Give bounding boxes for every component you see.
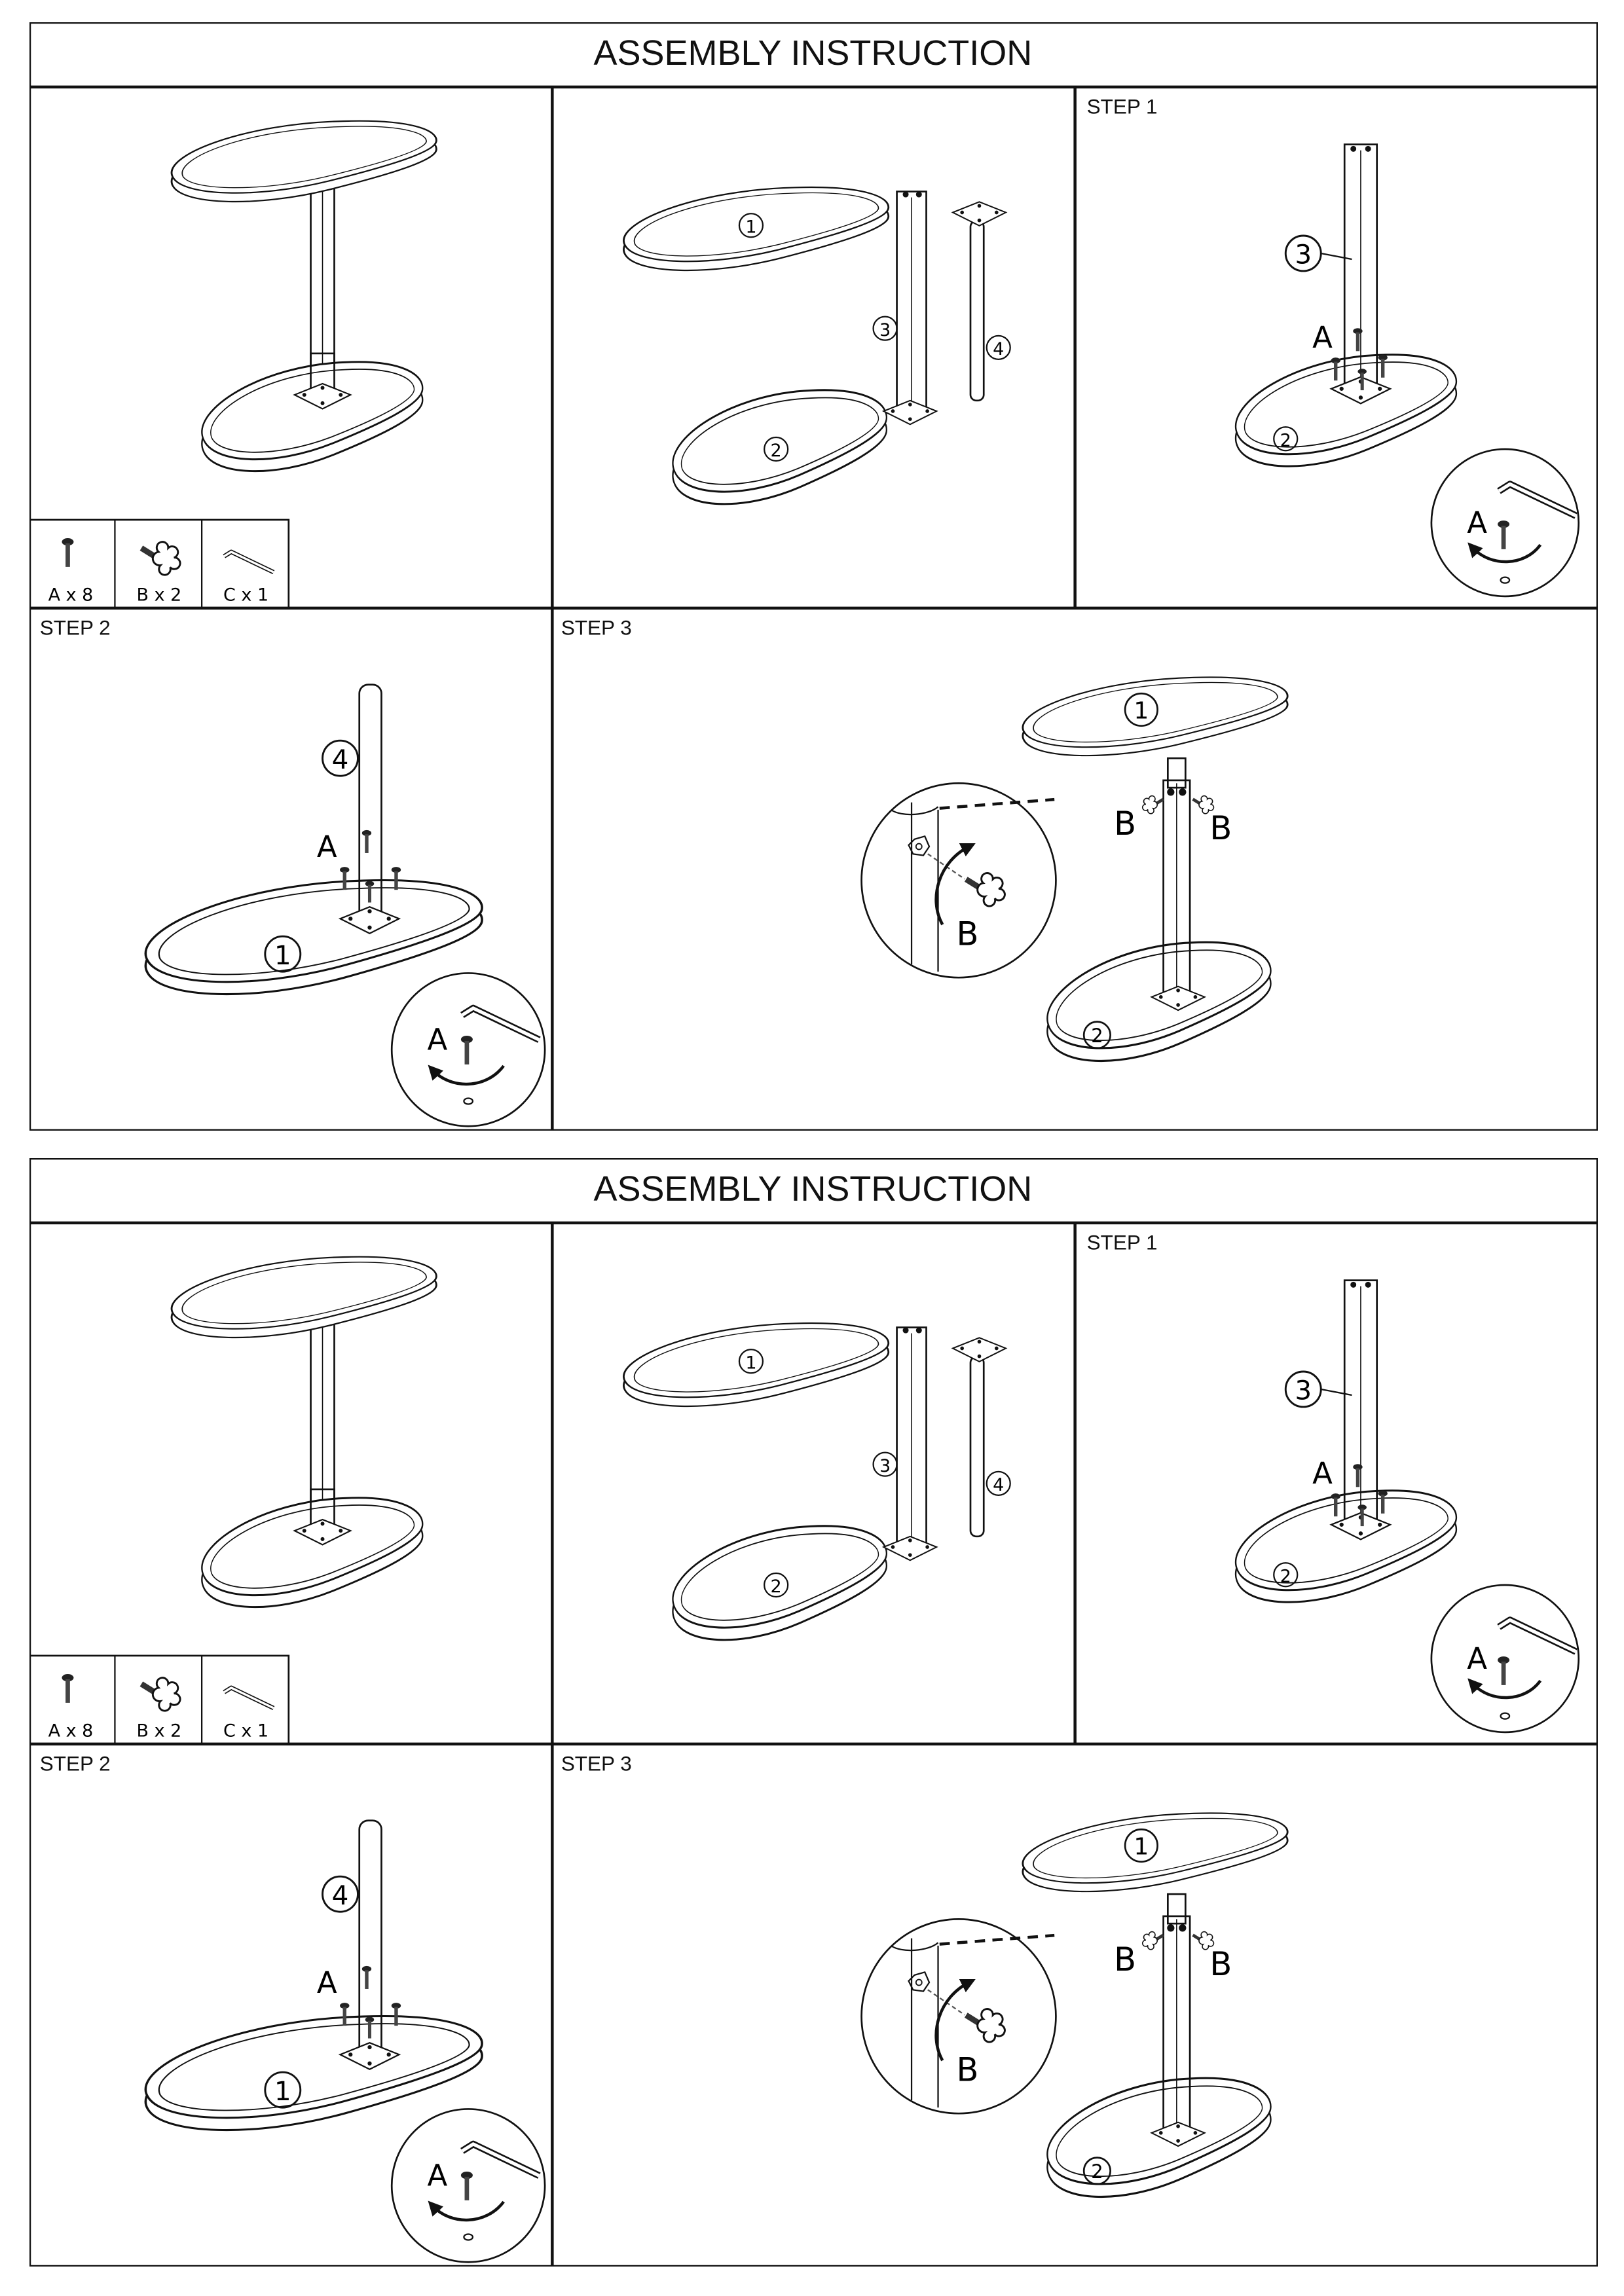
page-title: ASSEMBLY INSTRUCTION: [594, 1169, 1033, 1209]
hardware-a-count: A x 8: [48, 1721, 94, 1741]
sheet-drawing: ASSEMBLY INSTRUCTION STEP 1 STEP 2 STEP …: [29, 22, 1598, 1131]
assembled-table-illustration: [170, 1256, 437, 1609]
step-2-illustration: 4 A 1 A: [144, 683, 546, 1127]
part-number-1: 1: [1134, 1833, 1149, 1860]
knob-callout-b: B: [1114, 1941, 1136, 1978]
knob-callout-b: B: [1209, 1945, 1232, 1983]
step-3-detail-circle: B: [860, 1918, 1057, 2115]
part-number-2: 2: [1280, 1567, 1291, 1587]
part-number-3: 3: [879, 320, 891, 340]
screw-callout-a: A: [1467, 1641, 1487, 1676]
step-1-illustration: 3 A 2 A: [1234, 143, 1579, 598]
hardware-c-count: C x 1: [223, 1721, 268, 1741]
sheet-drawing: ASSEMBLY INSTRUCTION STEP 1 STEP 2 STEP …: [29, 1158, 1598, 2267]
assembled-table-illustration: [170, 120, 437, 473]
screw-icon: [62, 538, 74, 567]
step-2-label: STEP 2: [40, 1752, 111, 1775]
allen-key-icon: [224, 1688, 274, 1708]
step-3-illustration: B B 1 2 B: [860, 1812, 1289, 2198]
part-number-3: 3: [1295, 239, 1312, 270]
part-number-3: 3: [1295, 1375, 1312, 1406]
knob-callout-b: B: [957, 915, 979, 953]
part-number-2: 2: [771, 441, 782, 461]
part-number-1: 1: [745, 1353, 756, 1374]
hardware-c-count: C x 1: [223, 585, 268, 606]
hardware-b-count: B x 2: [137, 585, 182, 606]
parts-overview-illustration: 1 2 3 4: [623, 1322, 1011, 1641]
part-number-4: 4: [993, 339, 1004, 359]
step-3-label: STEP 3: [561, 616, 632, 639]
knob-callout-b: B: [957, 2051, 979, 2089]
hardware-a-count: A x 8: [48, 585, 94, 606]
knob-bolt-icon: [141, 1678, 180, 1711]
step-1-illustration: 3 A 2 A: [1234, 1279, 1579, 1734]
page-title: ASSEMBLY INSTRUCTION: [594, 33, 1033, 73]
knob-callout-b: B: [1209, 809, 1232, 847]
screw-callout-a: A: [428, 2158, 448, 2193]
knob-callout-b: B: [1114, 805, 1136, 843]
detail-leader-line: [939, 1933, 1055, 1946]
parts-overview-illustration: 1 2 3 4: [623, 186, 1011, 505]
part-number-2: 2: [1091, 2160, 1103, 2183]
step-3-label: STEP 3: [561, 1752, 632, 1775]
part-number-1: 1: [274, 939, 291, 971]
screw-callout-a: A: [317, 1965, 337, 2000]
part-number-2: 2: [1280, 431, 1291, 451]
screw-callout-a: A: [428, 1022, 448, 1057]
hardware-list: A x 8 B x 2 C x 1: [29, 1654, 290, 1745]
screw-callout-a: A: [1312, 320, 1333, 355]
part-number-1: 1: [1134, 697, 1149, 724]
screw-callout-a: A: [317, 829, 337, 864]
instruction-sheet: ASSEMBLY INSTRUCTION STEP 1 STEP 2 STEP …: [29, 1158, 1598, 2267]
detail-leader-line: [939, 797, 1055, 810]
knob-bolt-icon: [141, 542, 180, 575]
screw-callout-a: A: [1312, 1456, 1333, 1491]
part-number-1: 1: [745, 217, 756, 238]
step-1-label: STEP 1: [1087, 1231, 1158, 1254]
part-number-2: 2: [771, 1576, 782, 1597]
part-number-2: 2: [1091, 1025, 1103, 1047]
part-number-1: 1: [274, 2075, 291, 2107]
step-3-illustration: B B 1 2 B: [860, 676, 1289, 1063]
screw-callout-a: A: [1467, 505, 1487, 540]
part-number-4: 4: [332, 744, 349, 775]
step-1-detail-circle: A: [1430, 1584, 1579, 1734]
part-number-4: 4: [993, 1475, 1004, 1495]
hardware-list: A x 8 B x 2 C x 1: [29, 519, 290, 610]
instruction-sheet: ASSEMBLY INSTRUCTION STEP 1 STEP 2 STEP …: [29, 22, 1598, 1131]
step-2-illustration: 4 A 1 A: [144, 1819, 546, 2263]
step-2-detail-circle: A: [390, 972, 546, 1127]
part-number-4: 4: [332, 1880, 349, 1911]
step-2-detail-circle: A: [390, 2108, 546, 2263]
step-2-label: STEP 2: [40, 616, 111, 639]
part-number-3: 3: [879, 1456, 891, 1476]
allen-key-icon: [224, 552, 274, 572]
hardware-b-count: B x 2: [137, 1721, 182, 1741]
screw-icon: [62, 1674, 74, 1703]
step-3-detail-circle: B: [860, 782, 1057, 979]
step-1-detail-circle: A: [1430, 448, 1579, 598]
step-1-label: STEP 1: [1087, 95, 1158, 118]
